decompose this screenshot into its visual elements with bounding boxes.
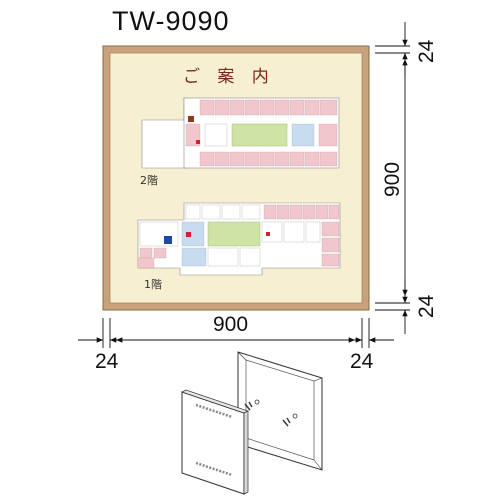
dim-frame-left: 24 (95, 350, 119, 373)
floor-plan-2f (141, 97, 340, 169)
floor-label-2f: 2階 (140, 173, 158, 187)
dim-frame-bottom: 24 (415, 294, 438, 318)
bottom-dimensions (78, 318, 394, 348)
floor-label-1f: 1階 (144, 277, 162, 291)
sign-title: ご 案 内 (183, 67, 275, 87)
dim-frame-right: 24 (350, 350, 374, 373)
right-dimensions (375, 22, 410, 334)
floor-plan-1f (137, 202, 341, 276)
dim-width: 900 (213, 313, 248, 336)
dim-height: 900 (381, 162, 404, 197)
assembly-illustration (181, 351, 323, 495)
dim-frame-top: 24 (415, 39, 438, 63)
model-number: TW-9090 (112, 6, 230, 36)
